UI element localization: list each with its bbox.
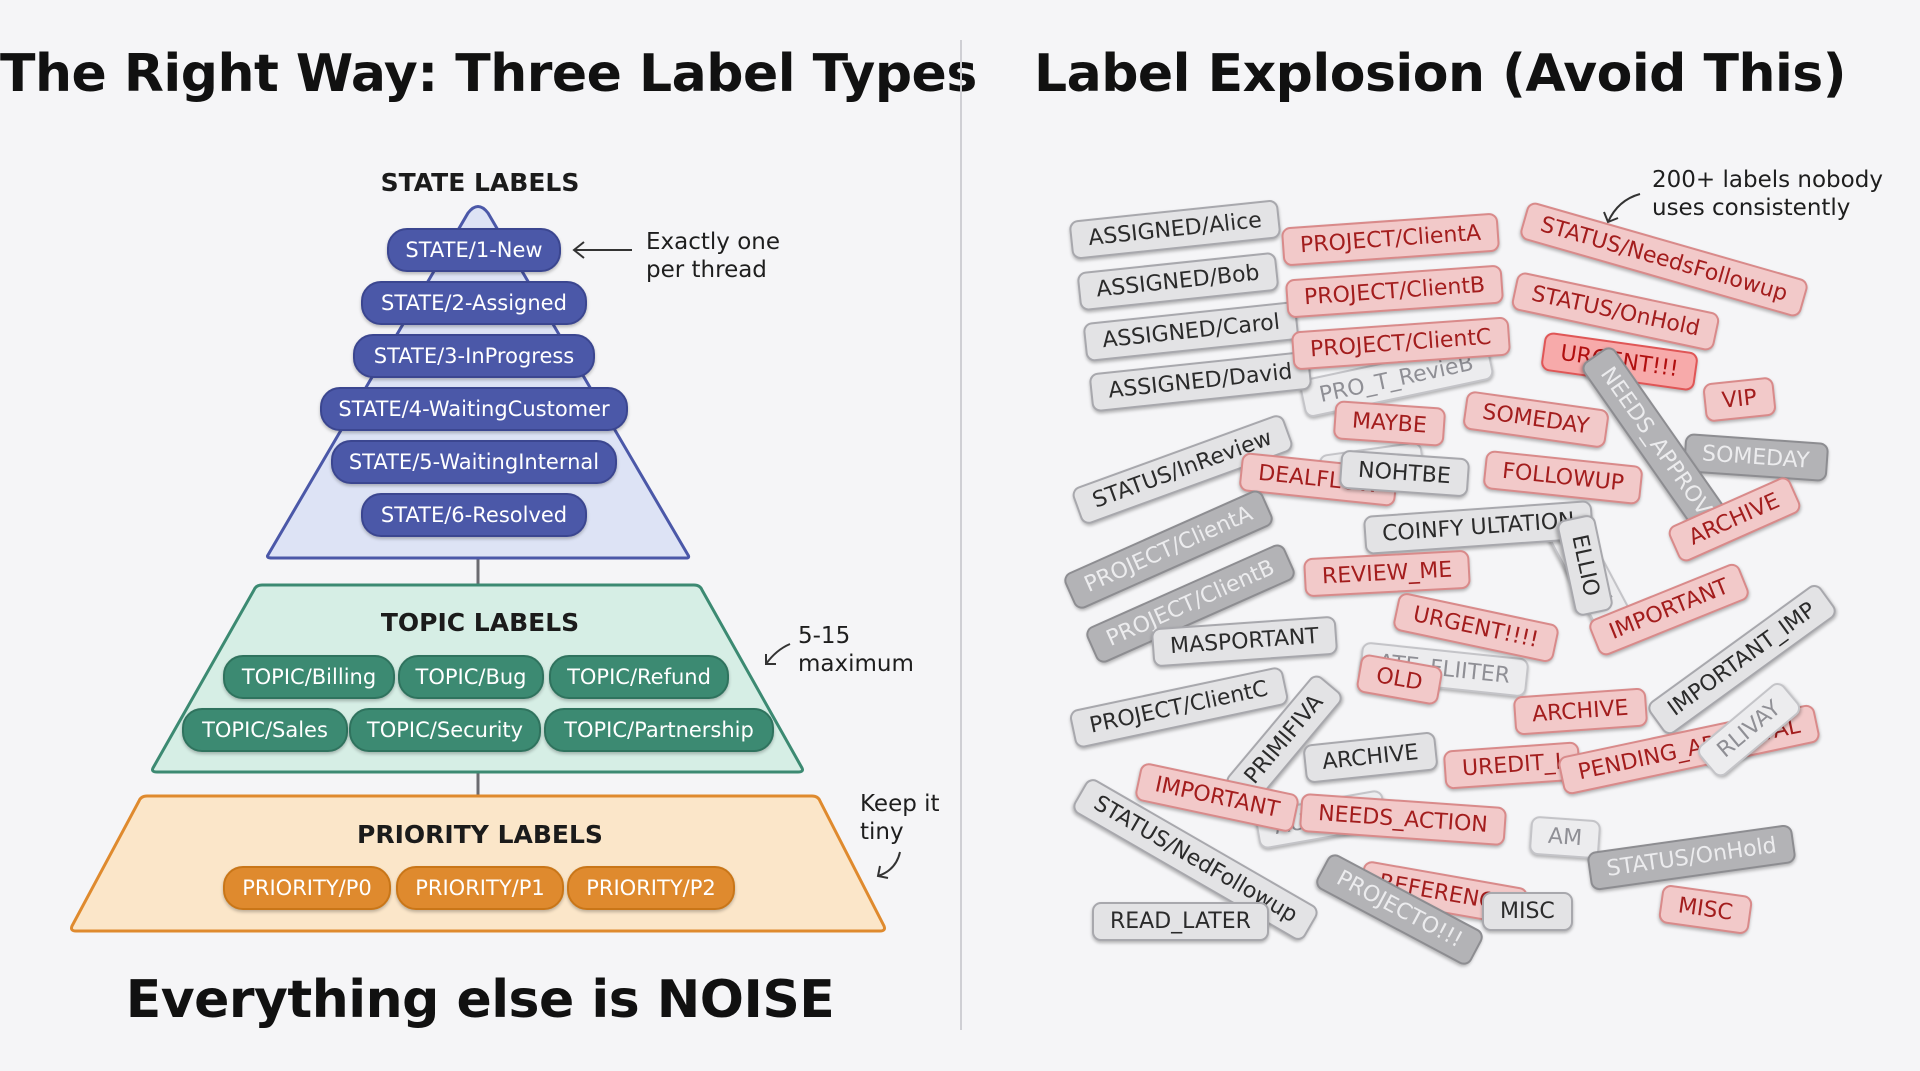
right-panel-title: Label Explosion (Avoid This) [1033, 44, 1847, 104]
tag-archive-2[interactable]: ARCHIVE [1512, 687, 1648, 736]
tag-vip[interactable]: VIP [1702, 376, 1777, 423]
panel-divider [960, 40, 962, 1030]
topic-note-arrow-icon [765, 643, 791, 665]
priority-label-p2[interactable]: PRIORITY/P2 [567, 866, 735, 910]
state-label-inprogress[interactable]: STATE/3-InProgress [353, 334, 595, 378]
state-label-resolved[interactable]: STATE/6-Resolved [361, 493, 587, 537]
tag-misc[interactable]: MISC [1482, 892, 1573, 931]
tag-someday-2[interactable]: SOMEDAY [1461, 390, 1610, 449]
tag-assigned-bob[interactable]: ASSIGNED/Bob [1076, 251, 1280, 312]
state-label-waiting-customer[interactable]: STATE/4-WaitingCustomer [320, 387, 628, 431]
tag-project-clientb[interactable]: PROJECT/ClientB [1284, 264, 1505, 319]
explosion-note: 200+ labels nobody uses consistently [1652, 167, 1883, 221]
explosion-note-arrow-icon [1603, 193, 1641, 224]
priority-tier-shape [70, 794, 886, 933]
priority-label-p0[interactable]: PRIORITY/P0 [223, 866, 391, 910]
label-explosion-pile: PRO_T_RevieB OWUP ATE_FLIITER AUTHOR AM … [1040, 190, 1890, 990]
priority-heading: PRIORITY LABELS [357, 820, 603, 849]
tag-read-later[interactable]: READ_LATER [1092, 902, 1269, 941]
tag-assigned-alice[interactable]: ASSIGNED/Alice [1068, 199, 1282, 260]
topic-note: 5-15 maximum [798, 623, 914, 677]
tag-project-clienta[interactable]: PROJECT/ClientA [1280, 212, 1501, 267]
state-note-arrow-icon [572, 241, 632, 259]
tag-assigned-david[interactable]: ASSIGNED/David [1088, 350, 1313, 413]
left-panel-title: The Right Way: Three Label Types [0, 44, 977, 104]
priority-note: Keep it tiny [860, 791, 940, 845]
topic-label-partnership[interactable]: TOPIC/Partnership [544, 708, 774, 752]
tag-assigned-carol[interactable]: ASSIGNED/Carol [1082, 300, 1300, 363]
state-label-new[interactable]: STATE/1-New [387, 228, 561, 272]
tag-needs-action[interactable]: NEEDS_ACTION [1298, 792, 1508, 847]
tag-review-me[interactable]: REVIEW_ME [1303, 549, 1472, 598]
tag-project-clientc-2[interactable]: PROJECT/ClientC [1068, 665, 1290, 750]
state-note: Exactly one per thread [646, 229, 781, 283]
topic-label-security[interactable]: TOPIC/Security [349, 708, 541, 752]
tag-followup[interactable]: FOLLOWUP [1482, 449, 1644, 506]
tag-someday[interactable]: SOMEDAY [1682, 433, 1829, 482]
topic-label-billing[interactable]: TOPIC/Billing [223, 655, 395, 699]
tag-maybe[interactable]: MAYBE [1332, 400, 1446, 447]
tag-archive-3[interactable]: ARCHIVE [1302, 731, 1439, 784]
topic-heading: TOPIC LABELS [380, 608, 580, 637]
priority-note-arrow-icon [876, 851, 901, 879]
tag-misc-2[interactable]: MISC [1657, 883, 1754, 936]
priority-label-p1[interactable]: PRIORITY/P1 [396, 866, 564, 910]
state-heading: STATE LABELS [380, 168, 580, 197]
tag-status-onhold-2[interactable]: STATUS/OnHold [1586, 823, 1798, 892]
topic-label-bug[interactable]: TOPIC/Bug [398, 655, 544, 699]
state-label-assigned[interactable]: STATE/2-Assigned [361, 281, 587, 325]
topic-label-sales[interactable]: TOPIC/Sales [182, 708, 348, 752]
state-label-waiting-internal[interactable]: STATE/5-WaitingInternal [331, 440, 617, 484]
topic-label-refund[interactable]: TOPIC/Refund [549, 655, 729, 699]
footer-caption: Everything else is NOISE [125, 970, 835, 1030]
